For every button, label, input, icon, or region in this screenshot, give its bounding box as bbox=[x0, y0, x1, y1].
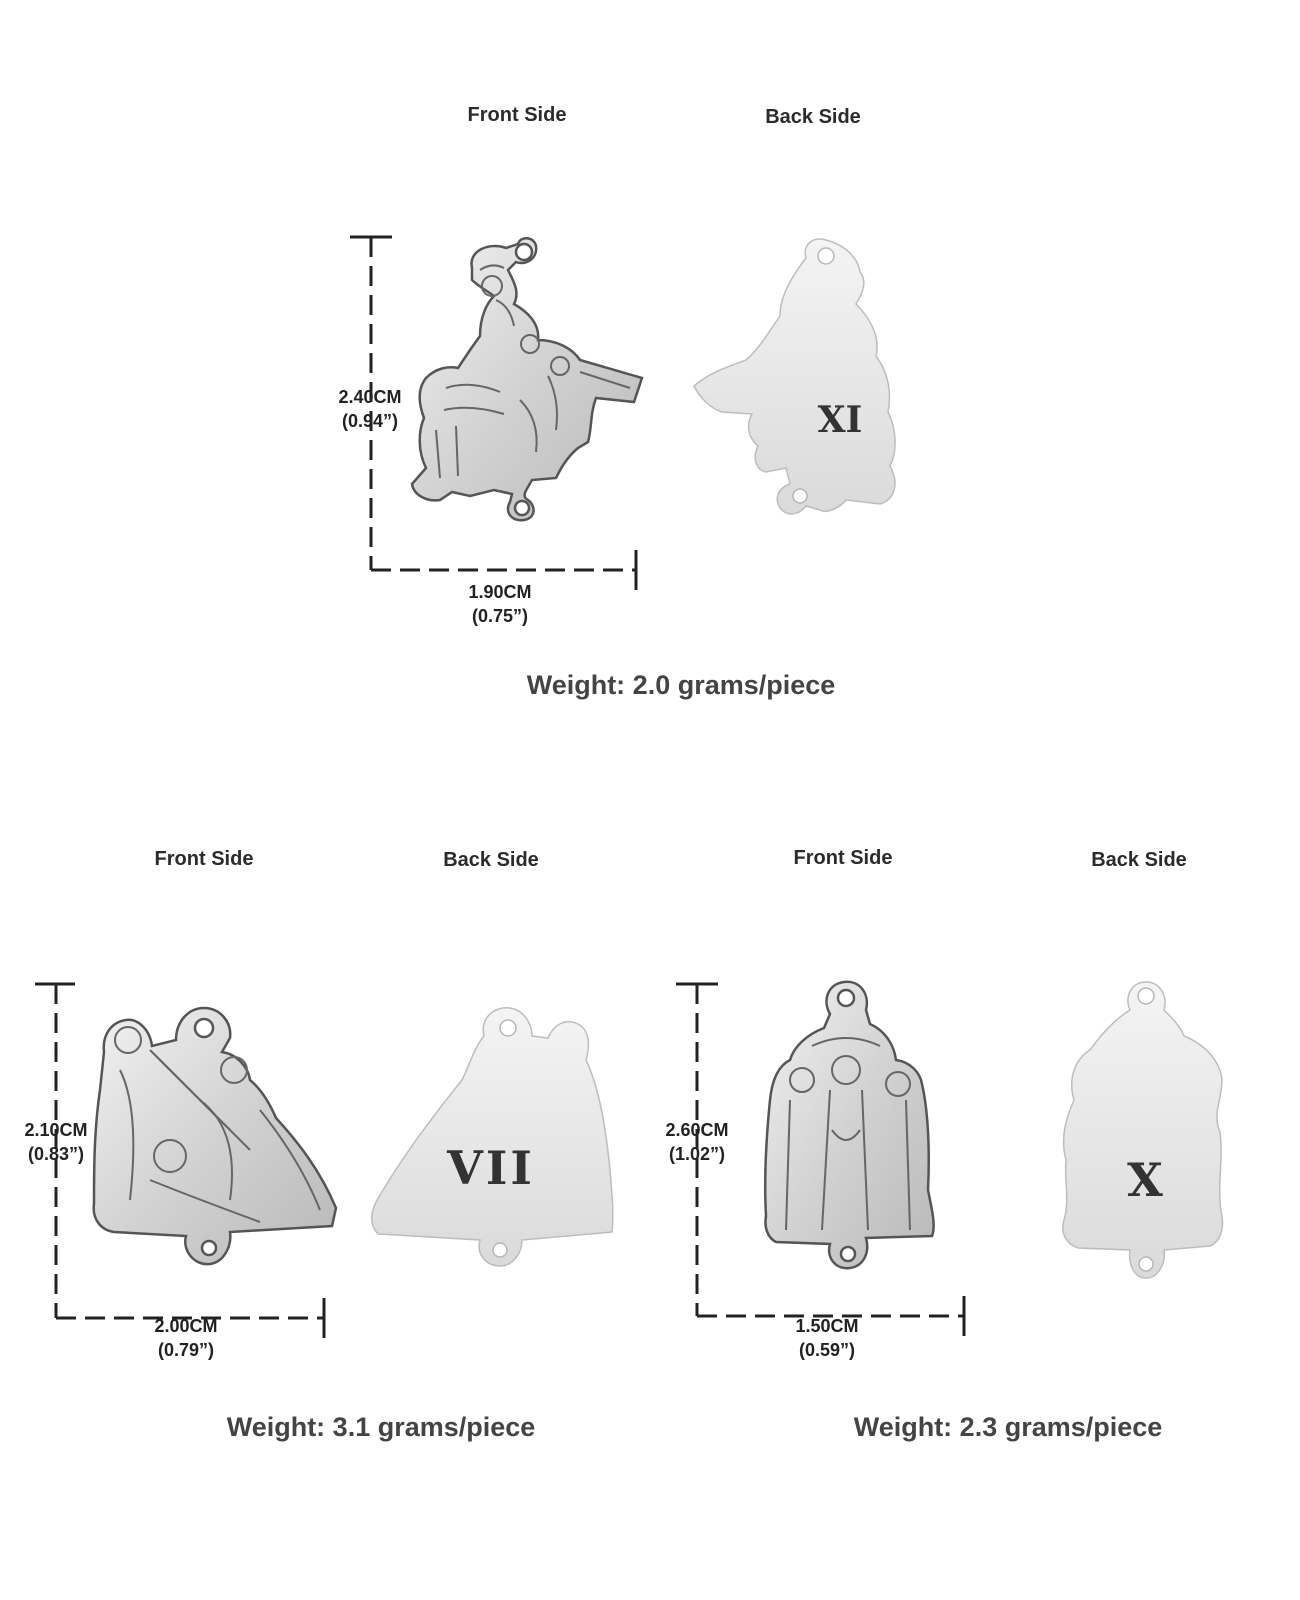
dimension-lines-1 bbox=[350, 235, 638, 590]
width-cm: 1.50CM bbox=[795, 1316, 859, 1336]
charm-numeral-2: VII bbox=[446, 1141, 535, 1195]
front-side-label: Front Side bbox=[793, 847, 893, 869]
charm-front-1 bbox=[410, 237, 644, 522]
height-inch: (1.02”) bbox=[668, 1144, 726, 1164]
charm-back-1: XI bbox=[693, 238, 896, 515]
weight-label: Weight: 2.0 grams/piece bbox=[526, 670, 836, 700]
back-side-label: Back Side bbox=[1091, 849, 1187, 871]
dimension-lines-2 bbox=[35, 982, 326, 1338]
charm-back-2: VII bbox=[371, 1007, 614, 1267]
width-dimension: 1.50CM (0.59”) bbox=[795, 1314, 858, 1362]
back-side-label: Back Side bbox=[765, 106, 861, 128]
width-cm: 2.00CM bbox=[154, 1316, 218, 1336]
dimension-lines-3 bbox=[676, 982, 966, 1336]
weight-label: Weight: 2.3 grams/piece bbox=[853, 1412, 1163, 1442]
width-dimension: 1.90CM (0.75”) bbox=[468, 580, 531, 628]
charm-front-2 bbox=[92, 1006, 338, 1266]
width-inch: (0.59”) bbox=[798, 1340, 856, 1360]
width-inch: (0.79”) bbox=[157, 1340, 215, 1360]
weight-label: Weight: 3.1 grams/piece bbox=[226, 1412, 536, 1442]
height-inch: (0.83”) bbox=[27, 1144, 85, 1164]
charm-numeral-3: X bbox=[1127, 1153, 1163, 1207]
back-side-label: Back Side bbox=[443, 849, 539, 871]
front-side-label: Front Side bbox=[467, 104, 567, 126]
charm-back-3: X bbox=[1062, 981, 1224, 1279]
width-inch: (0.75”) bbox=[471, 606, 529, 626]
width-dimension: 2.00CM (0.79”) bbox=[154, 1314, 217, 1362]
charm-front-3 bbox=[763, 980, 935, 1270]
front-side-label: Front Side bbox=[154, 848, 254, 870]
width-cm: 1.90CM bbox=[468, 582, 532, 602]
charm-numeral-1: XI bbox=[818, 399, 863, 441]
